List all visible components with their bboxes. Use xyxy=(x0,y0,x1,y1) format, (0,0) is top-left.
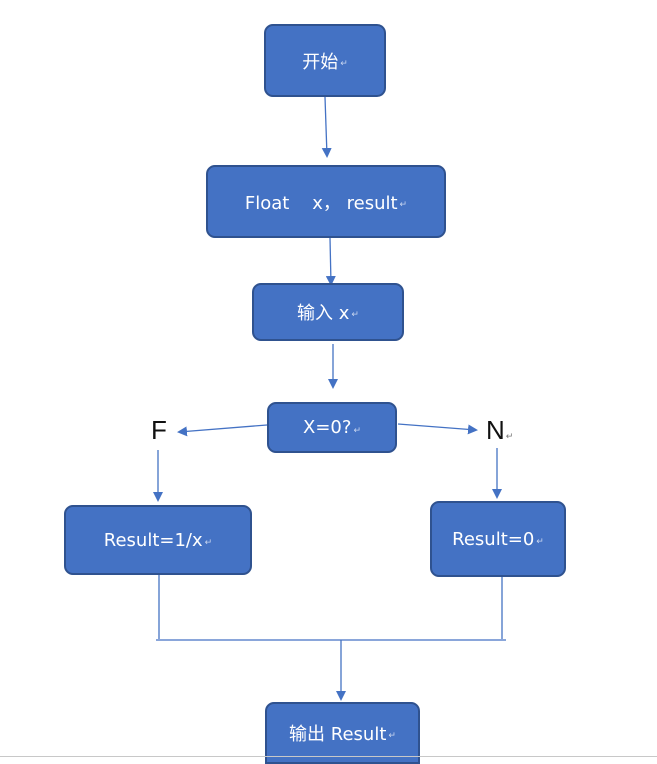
page-bottom-edge xyxy=(0,756,657,757)
paragraph-mark: ↵ xyxy=(351,310,359,320)
arrow-declare-to-input xyxy=(325,237,336,286)
paragraph-mark: ↵ xyxy=(353,425,361,436)
paragraph-mark: ↵ xyxy=(204,538,213,548)
arrow-decision-to-n-label xyxy=(397,423,478,435)
start-node-label: 开始 xyxy=(302,51,339,73)
input-node-label: 输入 x xyxy=(297,303,350,324)
input-node: 输入 x↵ xyxy=(252,283,404,341)
decision-node: X=0?↵ xyxy=(267,402,397,453)
paragraph-mark: ↵ xyxy=(536,537,544,547)
result-zero-node: Result=0↵ xyxy=(430,501,566,577)
output-node-label: 输出 Result xyxy=(289,724,387,745)
paragraph-mark: ↵ xyxy=(505,431,514,441)
result-inverse-node: Result=1/x↵ xyxy=(64,505,252,575)
paragraph-mark: ↵ xyxy=(388,731,396,741)
result-zero-node-label: Result=0 xyxy=(452,528,535,550)
decision-node-label: X=0? xyxy=(303,417,352,438)
paragraph-mark: ↵ xyxy=(340,58,348,69)
branch-label-false-text: F xyxy=(151,415,167,445)
start-node: 开始↵ xyxy=(264,24,386,97)
output-node: 输出 Result↵ xyxy=(265,702,420,764)
branch-label-true: N↵ xyxy=(486,415,513,446)
branch-label-true-text: N xyxy=(486,415,505,445)
paragraph-mark: ↵ xyxy=(399,199,408,210)
branch-label-false: F xyxy=(151,415,167,446)
declare-node-label: Float x， result xyxy=(244,192,398,214)
arrow-start-to-declare xyxy=(321,96,332,158)
declare-node: Float x， result↵ xyxy=(206,165,446,238)
result-inverse-node-label: Result=1/x xyxy=(103,529,203,551)
arrow-decision-to-f-label xyxy=(177,424,268,437)
